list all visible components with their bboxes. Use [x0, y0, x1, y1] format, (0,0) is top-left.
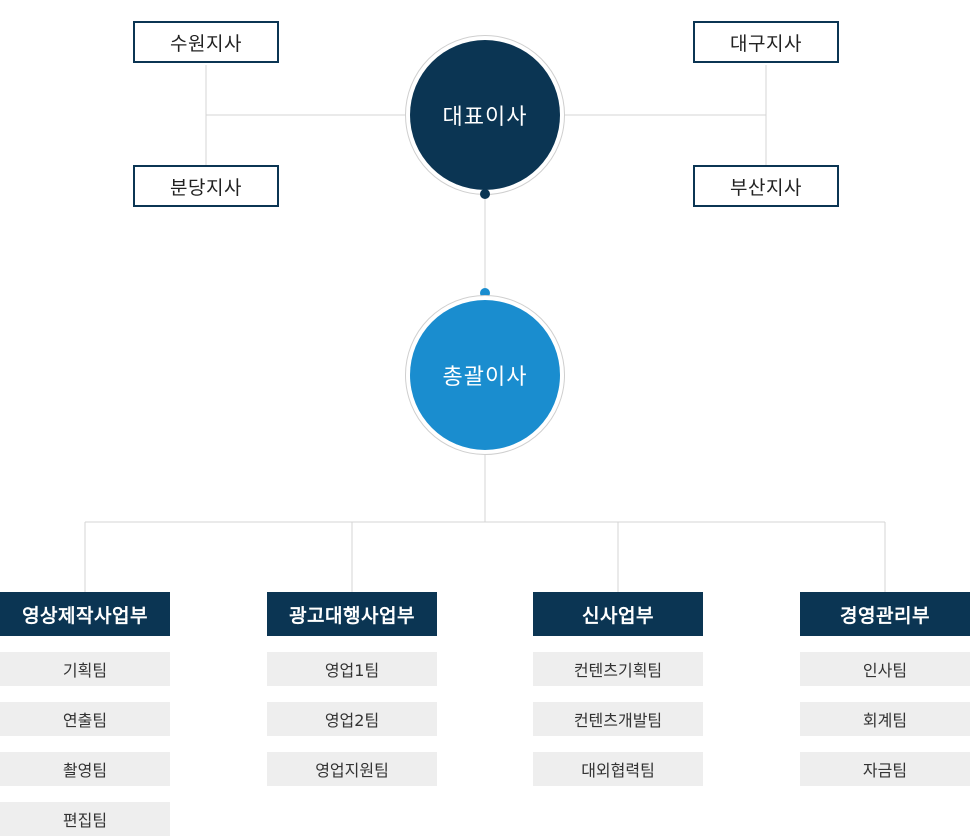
team-label: 컨텐츠기획팀 [573, 661, 663, 680]
branch-suwon-label: 수원지사 [170, 32, 242, 55]
director-circle: 총괄이사 [410, 300, 560, 450]
team-label: 연출팀 [62, 711, 108, 730]
team-item: 촬영팀 [0, 752, 170, 786]
team-item: 편집팀 [0, 802, 170, 836]
team-item: 자금팀 [800, 752, 970, 786]
dept-advertising-agency: 광고대행사업부 [267, 592, 437, 636]
team-label: 촬영팀 [62, 761, 108, 780]
team-label: 영업1팀 [324, 661, 380, 680]
team-item: 영업지원팀 [267, 752, 437, 786]
ceo-label: 대표이사 [442, 105, 528, 130]
branch-daegu-label: 대구지사 [730, 32, 802, 55]
team-label: 대외협력팀 [581, 761, 655, 780]
branch-daegu: 대구지사 [693, 21, 839, 63]
team-label: 인사팀 [862, 661, 908, 680]
dept-label: 경영관리부 [840, 604, 930, 627]
dept-label: 광고대행사업부 [289, 604, 415, 627]
branch-busan: 부산지사 [693, 165, 839, 207]
team-item: 회계팀 [800, 702, 970, 736]
team-item: 대외협력팀 [533, 752, 703, 786]
team-item: 컨텐츠기획팀 [533, 652, 703, 686]
team-item: 인사팀 [800, 652, 970, 686]
dept-management: 경영관리부 [800, 592, 970, 636]
branch-bundang: 분당지사 [133, 165, 279, 207]
team-item: 컨텐츠개발팀 [533, 702, 703, 736]
team-item: 영업2팀 [267, 702, 437, 736]
team-label: 자금팀 [862, 761, 908, 780]
team-label: 영업2팀 [324, 711, 380, 730]
dept-video-production: 영상제작사업부 [0, 592, 170, 636]
ceo-connector-dot [480, 189, 490, 199]
team-item: 영업1팀 [267, 652, 437, 686]
team-label: 편집팀 [62, 811, 108, 830]
team-label: 영업지원팀 [315, 761, 389, 780]
director-connector-dot [480, 288, 490, 298]
ceo-circle: 대표이사 [410, 40, 560, 190]
dept-new-business: 신사업부 [533, 592, 703, 636]
team-item: 기획팀 [0, 652, 170, 686]
branch-suwon: 수원지사 [133, 21, 279, 63]
dept-label: 영상제작사업부 [22, 604, 148, 627]
team-item: 연출팀 [0, 702, 170, 736]
branch-bundang-label: 분당지사 [170, 176, 242, 199]
team-label: 기획팀 [62, 661, 108, 680]
director-label: 총괄이사 [442, 365, 528, 390]
branch-busan-label: 부산지사 [730, 176, 802, 199]
dept-label: 신사업부 [582, 604, 654, 627]
team-label: 컨텐츠개발팀 [573, 711, 663, 730]
team-label: 회계팀 [862, 711, 908, 730]
